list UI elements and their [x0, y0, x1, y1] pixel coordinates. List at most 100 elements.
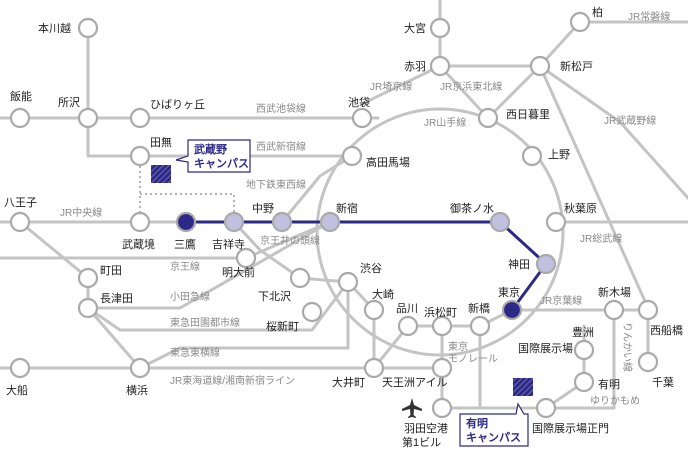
station-tennozu-isle[interactable]	[431, 357, 453, 379]
label-kashiwa: 柏	[592, 5, 603, 19]
label-akabane: 赤羽	[404, 60, 426, 73]
label-jr-chuo: JR中央線	[60, 206, 102, 219]
label-omiya: 大宮	[404, 21, 426, 35]
station-hamamatsucho[interactable]	[431, 315, 453, 337]
musashino-campus-callout[interactable]: 武蔵野 キャンパス	[175, 139, 251, 173]
station-akabane[interactable]	[429, 55, 451, 77]
station-takadanobaba[interactable]	[341, 145, 363, 167]
label-hibarigaoka: ひばりヶ丘	[150, 98, 205, 111]
label-jr-tokaido-shonan: JR東海道線/湘南新宿ライン	[170, 374, 295, 387]
station-oimachi[interactable]	[363, 357, 385, 379]
label-jr-sobu: JR総武線	[580, 232, 622, 245]
station-shimokitazawa[interactable]	[289, 267, 311, 289]
label-akihabara: 秋葉原	[564, 201, 597, 215]
station-tanashi[interactable]	[129, 145, 151, 167]
station-machida[interactable]	[77, 267, 99, 289]
label-odakyu: 小田急線	[170, 290, 210, 303]
label-tokyo: 東京	[498, 285, 520, 299]
station-honkawagoe[interactable]	[77, 17, 99, 39]
musashino-campus-marker[interactable]	[151, 165, 171, 183]
station-tokorozawa[interactable]	[77, 107, 99, 129]
station-ueno[interactable]	[521, 145, 543, 167]
label-keio: 京王線	[170, 260, 200, 273]
label-nakano: 中野	[252, 202, 274, 215]
label-monorail-1: 東京	[448, 340, 468, 353]
line-seibu-ikebukuro	[86, 26, 364, 120]
station-nishinippori[interactable]	[477, 107, 499, 129]
station-mitaka[interactable]	[175, 211, 197, 233]
label-kokusaitenjijo-seimon: 国際展示場正門	[532, 422, 609, 435]
station-shinagawa[interactable]	[397, 315, 419, 337]
station-musashisakai[interactable]	[129, 211, 151, 233]
label-seibu-shinjuku: 西武新宿線	[256, 140, 306, 153]
stations	[9, 11, 659, 419]
station-sakurashinmachi[interactable]	[301, 301, 323, 323]
station-hanno[interactable]	[9, 107, 31, 129]
station-ikebukuro[interactable]	[351, 107, 373, 129]
label-osaki: 大崎	[372, 287, 394, 301]
station-kanda[interactable]	[535, 253, 557, 275]
label-mitaka: 三鷹	[174, 237, 196, 251]
label-tanashi: 田無	[150, 135, 172, 149]
station-kokusaitenjijo-seimon[interactable]	[535, 397, 557, 419]
label-shimbashi: 新橋	[468, 301, 490, 315]
musashino-campus-subtitle: キャンパス	[194, 157, 249, 170]
station-tokyo[interactable]	[501, 299, 523, 321]
highlighted-route	[184, 220, 548, 312]
station-shibuya[interactable]	[337, 271, 359, 293]
label-tennozu-isle: 天王洲アイル	[382, 377, 447, 389]
station-hachioji[interactable]	[9, 211, 31, 233]
station-akihabara[interactable]	[545, 211, 567, 233]
label-jr-keiyo: JR京葉線	[540, 294, 582, 307]
label-yokohama: 横浜	[126, 383, 148, 397]
label-sakurashinmachi: 桜新町	[266, 319, 299, 333]
station-ariake[interactable]	[573, 371, 595, 393]
label-takadanobaba: 高田馬場	[366, 155, 410, 169]
station-nishifunabashi[interactable]	[637, 299, 659, 321]
label-tozai: 地下鉄東西線	[246, 178, 306, 191]
label-shinagawa: 品川	[396, 302, 418, 315]
station-ochanomizu[interactable]	[489, 211, 511, 233]
label-jr-yamanote: JR山手線	[424, 116, 466, 129]
airplane-icon	[402, 398, 422, 418]
station-shinkiba[interactable]	[603, 299, 625, 321]
station-yokohama[interactable]	[129, 357, 151, 379]
station-toyosu[interactable]	[573, 339, 595, 361]
label-ofuna: 大船	[6, 383, 28, 397]
station-nakano[interactable]	[271, 211, 293, 233]
station-shinjuku[interactable]	[319, 211, 341, 233]
label-kichijoji: 吉祥寺	[212, 237, 245, 251]
station-osaki[interactable]	[363, 299, 385, 321]
ariake-campus-marker[interactable]	[513, 378, 533, 396]
line-dentoshi	[86, 280, 350, 332]
label-meidaimae: 明大前	[222, 265, 255, 279]
label-oimachi: 大井町	[332, 375, 365, 389]
station-meidaimae[interactable]	[235, 247, 257, 269]
station-chiba[interactable]	[637, 351, 659, 373]
label-haneda-2: 第1ビル	[402, 435, 441, 449]
line-keihintohoku	[438, 64, 490, 120]
label-tokyu-dentoshi: 東急田園都市線	[170, 316, 240, 329]
line-musashino-south	[538, 64, 650, 310]
station-shimbashi[interactable]	[469, 315, 491, 337]
station-kichijoji[interactable]	[223, 211, 245, 233]
label-tokorozawa: 所沢	[58, 95, 80, 109]
label-haneda-1: 羽田空港	[404, 421, 448, 435]
label-hamamatsucho: 浜松町	[424, 305, 457, 319]
station-omiya[interactable]	[429, 17, 451, 39]
label-nishinippori: 西日暮里	[506, 107, 550, 121]
station-kashiwa[interactable]	[569, 11, 591, 33]
station-shinmatsudo[interactable]	[529, 55, 551, 77]
label-rinkai: りんかい線	[621, 322, 634, 372]
label-shinjuku: 新宿	[336, 201, 358, 215]
station-hibarigaoka[interactable]	[129, 107, 151, 129]
label-toyosu: 豊洲	[572, 326, 594, 339]
label-hanno: 飯能	[10, 89, 32, 103]
label-kokusaitenjijo: 国際展示場	[518, 342, 573, 355]
line-odakyu	[86, 220, 332, 310]
station-haneda[interactable]	[431, 397, 453, 419]
station-ofuna[interactable]	[9, 357, 31, 379]
station-nagatsuta[interactable]	[77, 297, 99, 319]
ariake-campus-callout[interactable]: 有明 キャンパス	[459, 402, 529, 447]
